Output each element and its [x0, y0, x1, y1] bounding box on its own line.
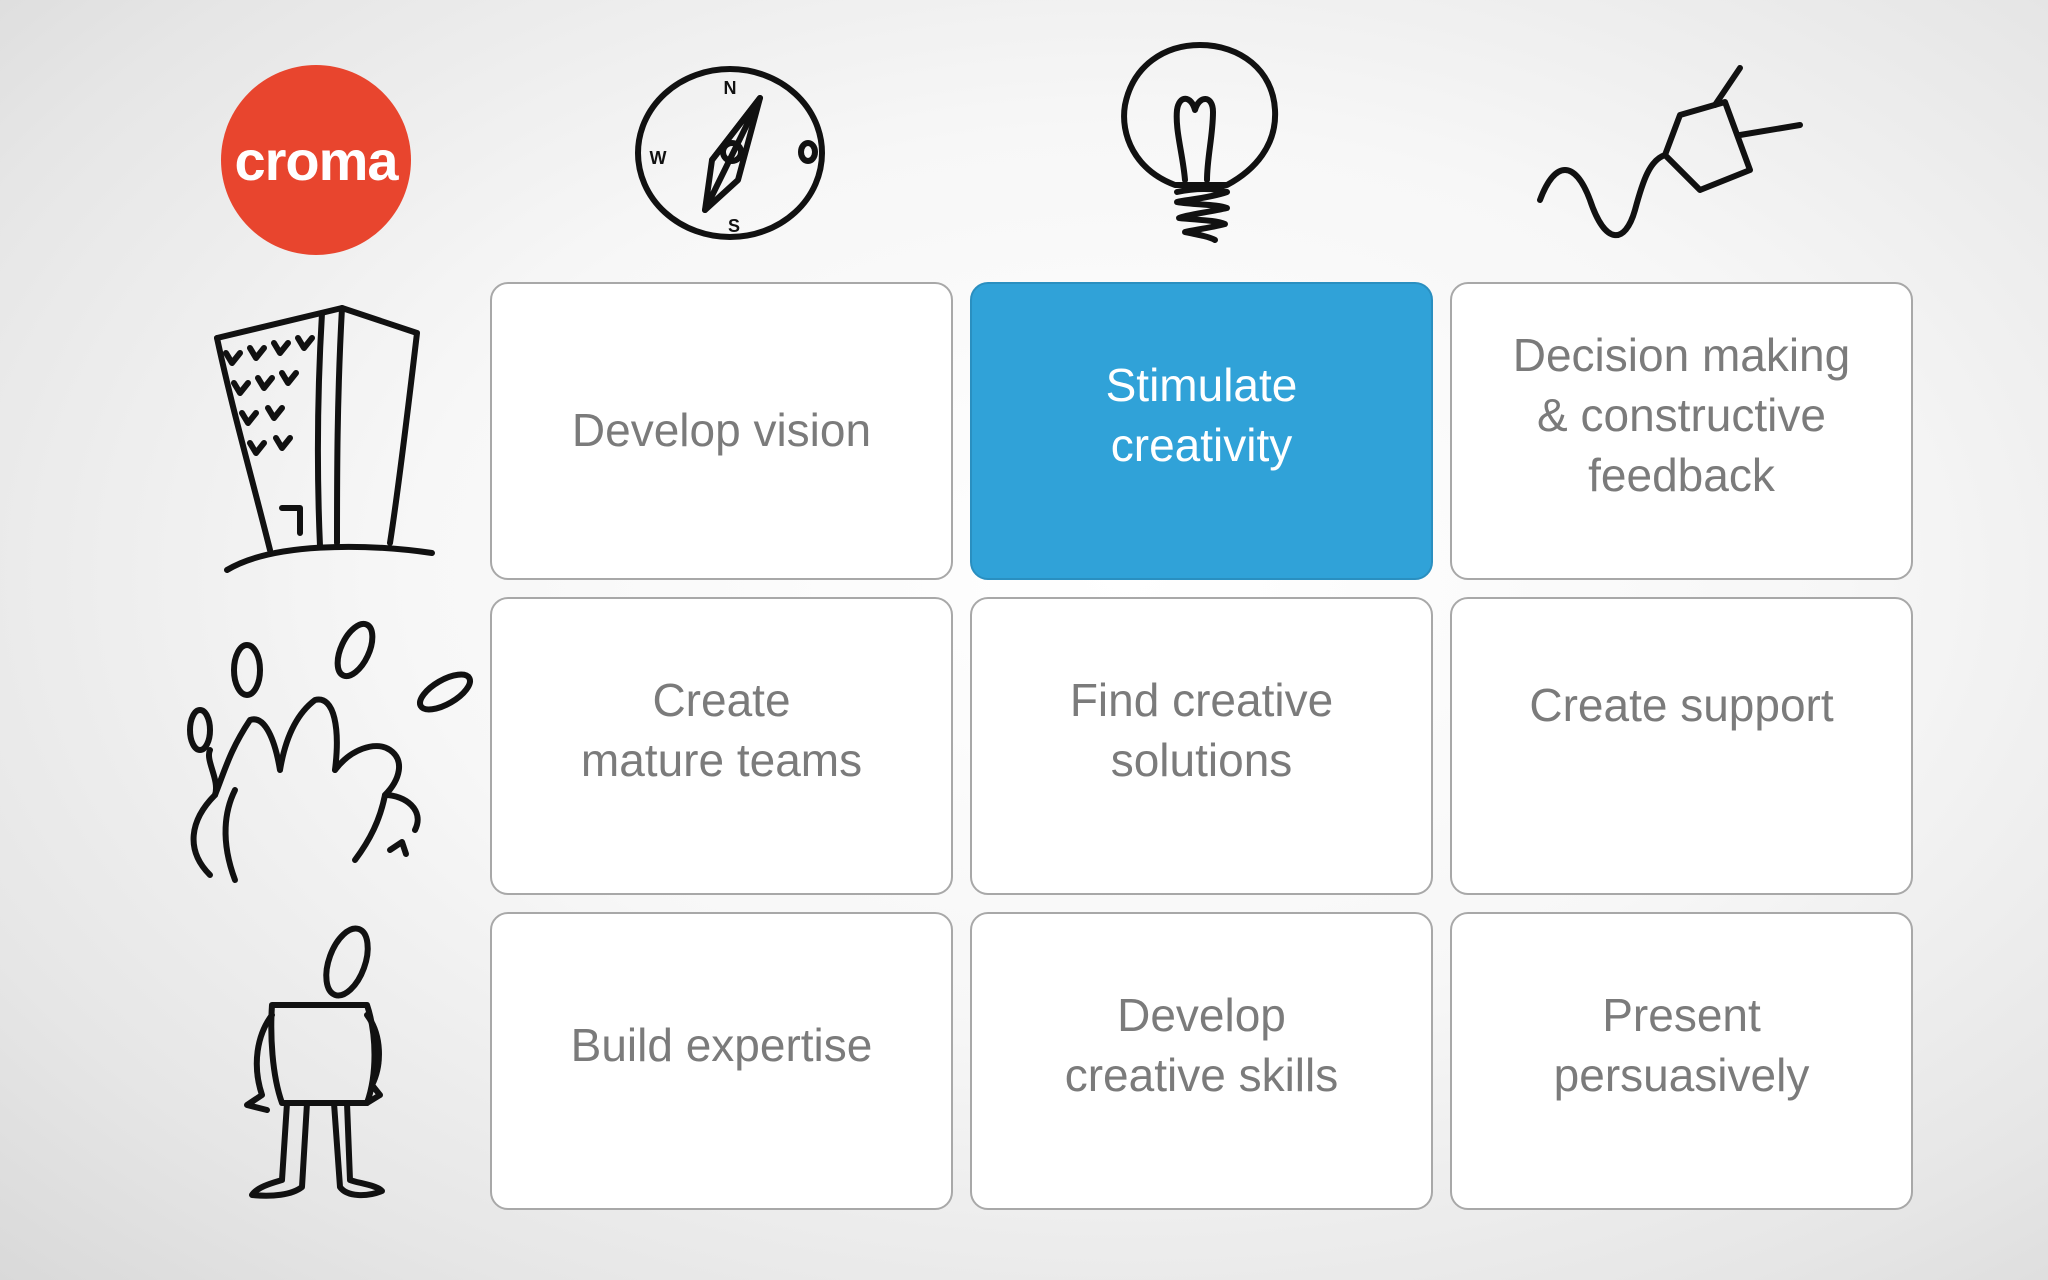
cell-develop-vision: Develop vision — [490, 282, 953, 580]
compass-south-label: S — [728, 216, 740, 236]
plug-icon — [1537, 65, 1803, 239]
topic-grid: Develop vision Stimulate creativity Deci… — [490, 282, 1913, 1210]
croma-logo: croma — [221, 65, 411, 255]
cell-develop-creative-skills: Develop creative skills — [970, 912, 1433, 1210]
group-icon — [187, 620, 473, 883]
cell-build-expertise: Build expertise — [490, 912, 953, 1210]
logo-text: croma — [234, 128, 398, 192]
compass-west-label: W — [650, 148, 667, 168]
cell-stimulate-creativity: Stimulate creativity — [970, 282, 1433, 580]
compass-icon: N W S — [635, 66, 825, 240]
cell-create-support: Create support — [1450, 597, 1913, 895]
compass-north-label: N — [724, 78, 737, 98]
lightbulb-icon — [1121, 42, 1279, 243]
cell-decision-making: Decision making & constructive feedback — [1450, 282, 1913, 580]
cell-create-mature-teams: Create mature teams — [490, 597, 953, 895]
person-icon — [244, 925, 385, 1199]
building-icon — [214, 305, 435, 573]
cell-find-creative-solutions: Find creative solutions — [970, 597, 1433, 895]
cell-present-persuasively: Present persuasively — [1450, 912, 1913, 1210]
